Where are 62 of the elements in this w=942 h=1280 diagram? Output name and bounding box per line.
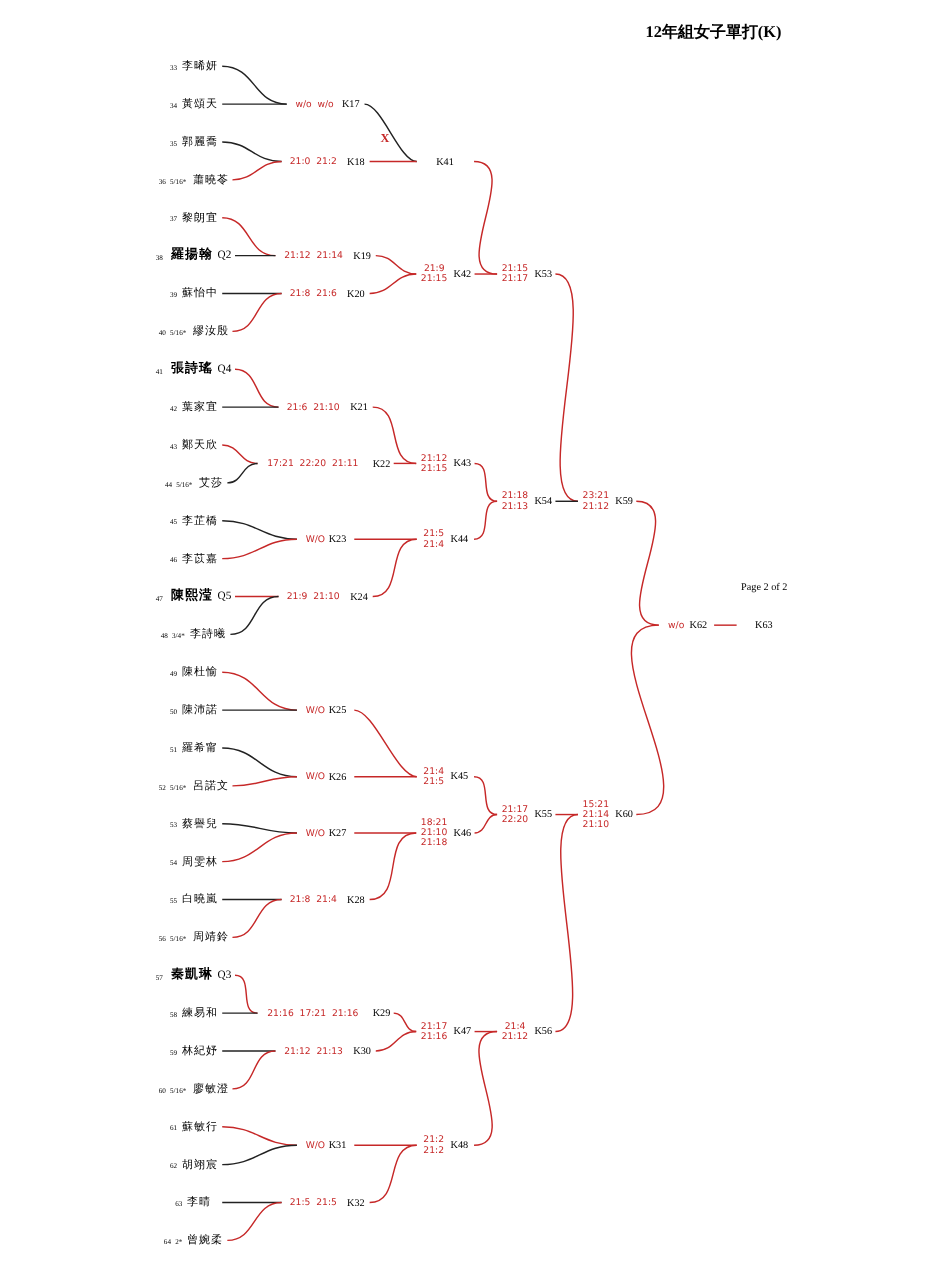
connector (367, 273, 416, 295)
diagram-title: 12年組女子單打(K) (644, 23, 781, 42)
connector (230, 898, 282, 939)
connector (362, 103, 417, 163)
connector (233, 368, 279, 408)
connector (553, 813, 578, 1033)
connector (553, 500, 578, 502)
connector (220, 1050, 276, 1052)
connector (391, 1012, 416, 1033)
connector (371, 406, 416, 465)
connector (367, 160, 417, 163)
connector (352, 832, 416, 834)
connector (220, 103, 287, 105)
connector (352, 1144, 417, 1146)
connector (220, 709, 297, 711)
connector (391, 462, 416, 465)
connector (472, 160, 497, 275)
connector (553, 813, 578, 816)
connector (233, 595, 279, 598)
connector (220, 898, 282, 901)
connector (233, 254, 276, 257)
connector (220, 1144, 297, 1166)
connector (230, 160, 282, 181)
connector (220, 444, 258, 465)
connector (233, 974, 258, 1014)
connector (220, 406, 279, 408)
connector (472, 775, 497, 816)
connector (230, 775, 297, 787)
connector (220, 1012, 258, 1014)
connector (374, 254, 416, 275)
connector (220, 141, 282, 163)
connector (220, 823, 297, 834)
connector (374, 1030, 416, 1052)
connector (352, 709, 417, 778)
connector (220, 1126, 297, 1146)
connector (220, 538, 297, 560)
connector (367, 1144, 417, 1204)
connector (220, 292, 282, 295)
connector (371, 538, 417, 598)
connector (220, 65, 287, 105)
connector (220, 671, 297, 711)
connector (220, 832, 297, 863)
connector (225, 462, 258, 484)
connector (634, 500, 659, 626)
connector (225, 1201, 282, 1242)
connector (220, 217, 276, 257)
connector (220, 520, 297, 540)
connector (367, 832, 416, 901)
connector (472, 1030, 497, 1146)
connector (352, 775, 417, 778)
connector (472, 273, 497, 275)
connector (230, 1050, 276, 1090)
connector (472, 500, 497, 540)
connector (352, 538, 417, 540)
connector (230, 292, 282, 333)
connector (228, 595, 279, 636)
connector (712, 624, 737, 626)
connector (553, 273, 578, 502)
connector (472, 813, 497, 834)
connector (629, 624, 664, 816)
connector (472, 462, 497, 502)
connector (472, 1030, 497, 1033)
